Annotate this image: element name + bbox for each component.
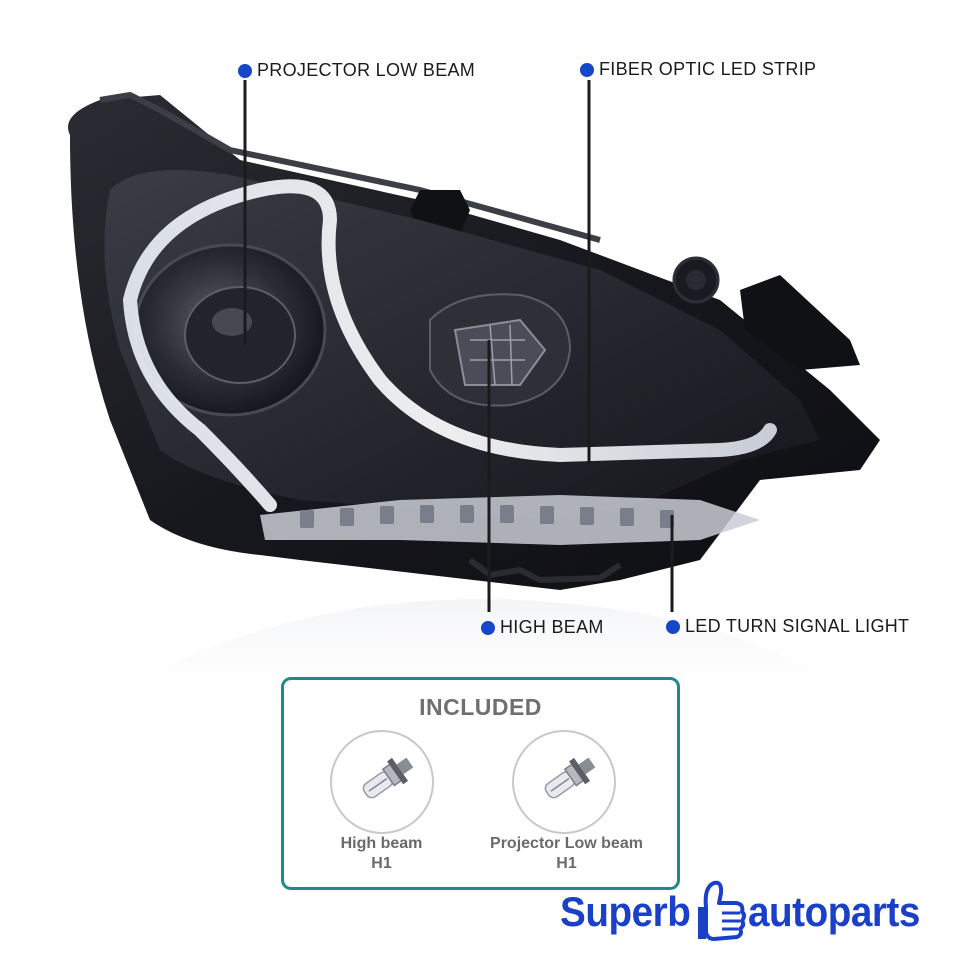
callout-label: LED TURN SIGNAL LIGHT — [685, 616, 910, 636]
included-box: INCLUDED High beam H1 — [281, 677, 680, 890]
bulb-label-high-beam: High beam H1 — [314, 834, 449, 874]
thumbs-up-icon — [697, 880, 746, 941]
leader-lines — [243, 80, 674, 612]
callout-label: HIGH BEAM — [500, 617, 604, 637]
callout-label: FIBER OPTIC LED STRIP — [599, 59, 817, 79]
callout-label: PROJECTOR LOW BEAM — [257, 60, 476, 80]
callout-projector-low-beam: PROJECTOR LOW BEAM — [238, 60, 475, 81]
h1-bulb-high-beam-image — [330, 730, 434, 834]
bulb-label-projector-low-beam: Projector Low beam H1 — [479, 834, 654, 874]
brand-logo: Superb autoparts — [560, 880, 945, 942]
bulb-icon — [362, 757, 414, 799]
callout-led-turn-signal: LED TURN SIGNAL LIGHT — [666, 616, 909, 637]
fiber-optic-strip — [122, 179, 777, 512]
bullet-dot-icon — [481, 620, 495, 635]
included-title: INCLUDED — [419, 694, 542, 720]
bullet-dot-icon — [580, 62, 594, 77]
bulb-type: H1 — [371, 855, 392, 872]
bulb-icon — [544, 757, 596, 799]
bullet-dot-icon — [238, 63, 252, 78]
h1-bulb-low-beam-image — [512, 730, 616, 834]
bulb-name: High beam — [340, 835, 423, 852]
bulb-name: Projector Low beam — [490, 835, 643, 852]
callout-high-beam: HIGH BEAM — [481, 617, 604, 638]
brand-word-autoparts: autoparts — [747, 888, 920, 935]
callout-fiber-optic-led-strip: FIBER OPTIC LED STRIP — [580, 59, 816, 80]
brand-word-superb: Superb — [560, 888, 691, 935]
bulb-type: H1 — [556, 855, 577, 872]
bullet-dot-icon — [666, 619, 680, 634]
mount-tab-right — [740, 275, 860, 370]
